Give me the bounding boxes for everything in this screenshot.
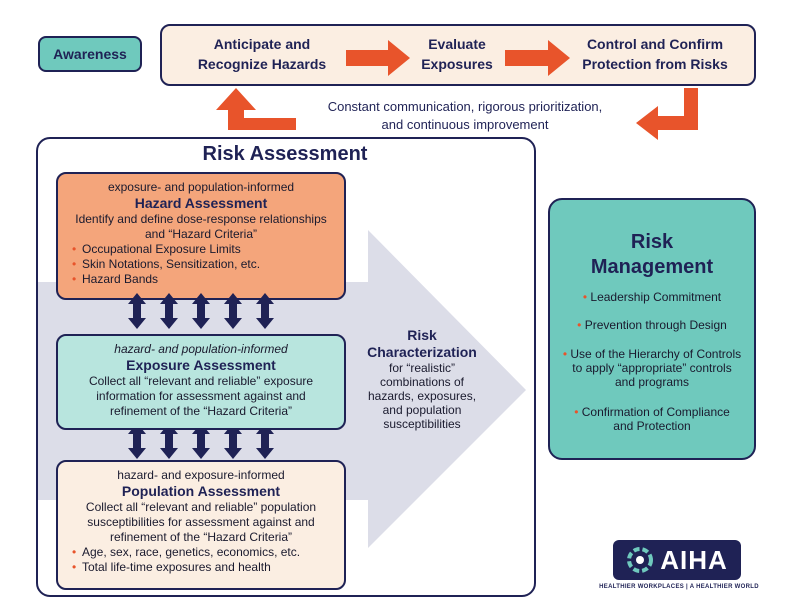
rm-title-line1: Risk bbox=[630, 231, 674, 253]
exposure-title: Exposure Assessment bbox=[126, 357, 276, 373]
hazard-body-line1: Identify and define dose-response relati… bbox=[75, 212, 327, 226]
aiha-logo: AIHA bbox=[613, 540, 741, 580]
rc-body-line3: hazards, exposures, bbox=[367, 389, 477, 403]
population-bullets: Age, sex, race, genetics, economics, etc… bbox=[68, 545, 334, 575]
logo-text: AIHA bbox=[660, 544, 728, 575]
list-item: Skin Notations, Sensitization, etc. bbox=[72, 257, 334, 272]
population-assessment-card: hazard- and exposure-informed Population… bbox=[56, 460, 346, 590]
hazard-assessment-card: exposure- and population-informed Hazard… bbox=[56, 172, 346, 300]
bullet-icon: • bbox=[574, 405, 582, 419]
rm-title-line2: Management bbox=[590, 256, 714, 278]
rc-body-line4: and population bbox=[382, 403, 462, 417]
rc-title-line2: Characterization bbox=[367, 344, 477, 360]
bullet-icon: • bbox=[577, 318, 585, 332]
step-control-line2: Protection from Risks bbox=[582, 56, 728, 72]
risk-characterization: Risk Characterization for “realistic” co… bbox=[352, 327, 492, 431]
rm-item-text: to apply “appropriate” controls bbox=[572, 361, 732, 375]
exposure-body-line3: refinement of the “Hazard Criteria” bbox=[109, 404, 293, 418]
population-body-line1: Collect all “relevant and reliable” popu… bbox=[85, 500, 317, 514]
right-arrow-icon bbox=[346, 40, 570, 76]
list-item: Total life-time exposures and health bbox=[72, 560, 334, 575]
risk-assessment-title: Risk Assessment bbox=[202, 143, 368, 165]
risk-assessment-panel bbox=[36, 137, 536, 597]
rm-item-leadership: • Leadership Commitment bbox=[552, 290, 752, 304]
step-evaluate: Evaluate Exposures bbox=[402, 34, 512, 74]
rc-body-line1: for “realistic” bbox=[388, 361, 455, 375]
population-title: Population Assessment bbox=[121, 483, 281, 499]
process-bar bbox=[160, 24, 756, 86]
step-control: Control and Confirm Protection from Risk… bbox=[560, 34, 750, 74]
exposure-assessment-card: hazard- and population-informed Exposure… bbox=[56, 334, 346, 430]
hazard-subtitle: exposure- and population-informed bbox=[107, 180, 295, 194]
risk-management-panel bbox=[548, 198, 756, 460]
step-control-line1: Control and Confirm bbox=[586, 36, 724, 52]
exposure-body-line1: Collect all “relevant and reliable” expo… bbox=[88, 374, 314, 388]
rm-item-text: Leadership Commitment bbox=[590, 290, 722, 304]
population-subtitle: hazard- and exposure-informed bbox=[117, 468, 285, 482]
logo-tagline: HEALTHIER WORKPLACES | A HEALTHIER WORLD bbox=[599, 584, 759, 590]
rm-item-confirmation: • Confirmation of Compliance and Protect… bbox=[552, 405, 752, 433]
rm-item-text: Confirmation of Compliance bbox=[581, 405, 730, 419]
rm-item-text: Use of the Hierarchy of Controls bbox=[570, 347, 742, 361]
hazard-body: Identify and define dose-response relati… bbox=[68, 212, 334, 242]
population-body: Collect all “relevant and reliable” popu… bbox=[68, 500, 334, 545]
step-anticipate: Anticipate and Recognize Hazards bbox=[172, 34, 352, 74]
loop-caption-line1: Constant communication, rigorous priorit… bbox=[327, 99, 603, 114]
exposure-subtitle: hazard- and population-informed bbox=[114, 342, 288, 356]
step-evaluate-line1: Evaluate bbox=[428, 36, 486, 52]
hazard-bullets: Occupational Exposure Limits Skin Notati… bbox=[68, 242, 334, 287]
population-body-line2: susceptibilities for assessment against … bbox=[87, 515, 315, 529]
exposure-body-line2: information for assessment against and bbox=[96, 389, 306, 403]
list-item: Occupational Exposure Limits bbox=[72, 242, 334, 257]
rc-body-line2: combinations of bbox=[379, 375, 465, 389]
hazard-title: Hazard Assessment bbox=[134, 195, 268, 211]
population-body-line3: refinement of the “Hazard Criteria” bbox=[109, 530, 293, 544]
loop-arrow-icon bbox=[216, 88, 698, 140]
rm-item-prevention: • Prevention through Design bbox=[552, 318, 752, 332]
rm-item-hierarchy: • Use of the Hierarchy of Controls to ap… bbox=[552, 347, 752, 389]
loop-caption: Constant communication, rigorous priorit… bbox=[290, 98, 640, 134]
bullet-icon: • bbox=[582, 290, 591, 304]
step-anticipate-line1: Anticipate and bbox=[213, 36, 311, 52]
bullet-icon: • bbox=[562, 347, 571, 361]
rc-body-line5: susceptibilities bbox=[383, 417, 461, 431]
step-evaluate-line2: Exposures bbox=[421, 56, 493, 72]
risk-management-title: Risk Management bbox=[560, 230, 744, 280]
rm-item-text: and Protection bbox=[613, 419, 691, 433]
hazard-body-line2: and “Hazard Criteria” bbox=[144, 227, 258, 241]
exposure-body: Collect all “relevant and reliable” expo… bbox=[68, 374, 334, 419]
rm-item-text: Prevention through Design bbox=[584, 318, 727, 332]
rc-title-line1: Risk bbox=[407, 327, 437, 343]
double-arrow-icon bbox=[128, 293, 274, 329]
list-item: Age, sex, race, genetics, economics, etc… bbox=[72, 545, 334, 560]
loop-caption-line2: and continuous improvement bbox=[381, 117, 549, 132]
awareness-label: Awareness bbox=[38, 36, 142, 72]
aiha-logo-icon bbox=[627, 547, 654, 573]
step-anticipate-line2: Recognize Hazards bbox=[197, 56, 327, 72]
rm-item-text: and programs bbox=[614, 375, 690, 389]
list-item: Hazard Bands bbox=[72, 272, 334, 287]
